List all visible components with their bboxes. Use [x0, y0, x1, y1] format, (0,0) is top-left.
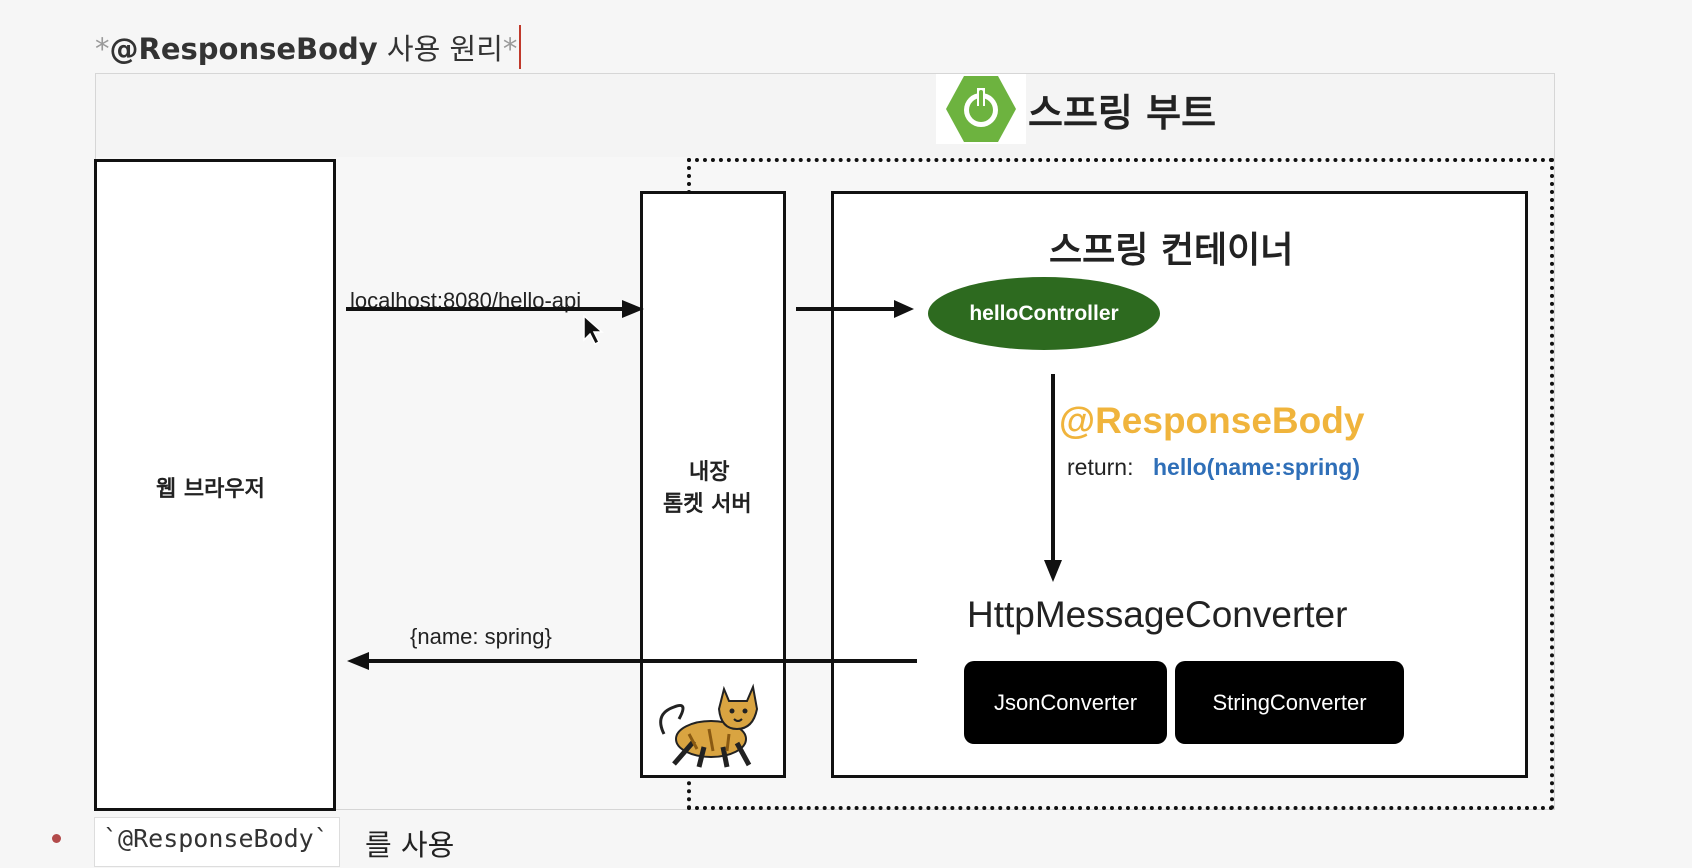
tomcat-label-line2: 톰켓 서버	[663, 492, 752, 517]
heading-asterisk-open: *	[95, 32, 110, 66]
bullet-text: 를 사용	[365, 828, 455, 862]
spring-boot-logo	[936, 74, 1026, 144]
diagram-top-band	[96, 74, 1554, 157]
heading-asterisk-close: *	[502, 32, 518, 66]
text-cursor	[519, 25, 522, 69]
mouse-pointer-icon	[583, 314, 604, 346]
response-body-label: {name: spring}	[410, 624, 552, 649]
request-arrow	[346, 300, 644, 318]
tomcat-server-box	[640, 191, 786, 778]
spring-boot-title: 스프링 부트	[1028, 91, 1217, 135]
string-converter-box: StringConverter	[1175, 661, 1404, 744]
spring-container-title: 스프링 컨테이너	[1049, 230, 1294, 271]
tomcat-cat-icon	[649, 679, 779, 774]
tomcat-label-line1: 내장	[689, 460, 730, 485]
heading-bold: @ResponseBody	[109, 32, 378, 66]
controller-to-converter-arrow	[1044, 374, 1062, 582]
spring-boot-power-icon	[946, 76, 1016, 142]
hello-controller-node: helloController	[928, 277, 1160, 350]
http-message-converter-label: HttpMessageConverter	[967, 594, 1348, 635]
json-converter-box: JsonConverter	[964, 661, 1167, 744]
return-value: hello(name:spring)	[1153, 454, 1361, 480]
heading-rest: 사용 원리	[377, 32, 503, 66]
section-heading: *@ResponseBody 사용 원리*	[95, 25, 522, 73]
web-browser-box	[94, 159, 336, 811]
server-to-controller-arrow	[796, 300, 914, 318]
web-browser-label: 웹 브라우저	[156, 477, 265, 502]
response-body-diagram: 스프링 부트 웹 브라우저 내장 톰켓 서버 스프링 컨테이너 localhos…	[94, 73, 1555, 811]
list-bullet	[52, 834, 61, 843]
return-label: return:	[1067, 454, 1134, 480]
response-body-annotation: @ResponseBody	[1059, 400, 1365, 441]
response-arrow	[347, 652, 917, 670]
inline-code-response-body: `@ResponseBody`	[94, 817, 340, 867]
